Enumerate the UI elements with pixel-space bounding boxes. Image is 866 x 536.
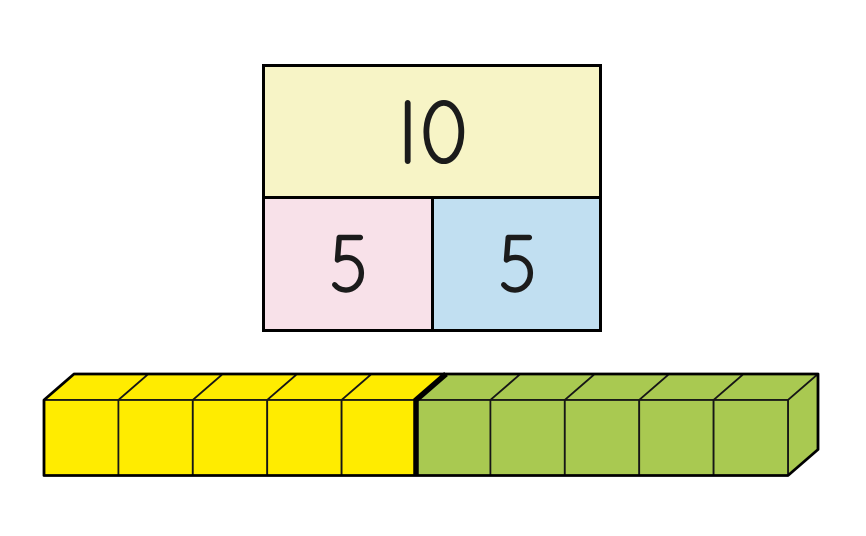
parts-row — [265, 199, 599, 329]
part-value-right — [497, 233, 536, 296]
digit-5-glyph — [500, 234, 533, 293]
cube-front-face — [340, 399, 417, 477]
cube-front-face — [266, 399, 343, 477]
cube-front-face — [563, 399, 641, 477]
cube-front-face — [43, 399, 120, 477]
digit-1-glyph — [404, 99, 411, 164]
part-cell-right — [433, 199, 599, 329]
whole-cell — [265, 67, 599, 199]
part-whole-model — [262, 64, 602, 332]
cube-bar-outline — [42, 372, 820, 477]
part-value-left — [328, 233, 367, 296]
cube-front-face — [191, 399, 269, 477]
cube-front-face — [489, 399, 566, 477]
cube-front-face — [117, 399, 194, 477]
part-cell-left — [265, 199, 434, 329]
cube-front-face — [638, 399, 715, 477]
whole-value — [398, 98, 466, 166]
cube-front-face — [712, 399, 789, 477]
cube-front-face — [415, 399, 492, 477]
group-divider-edge — [413, 371, 448, 476]
digit-5-glyph — [332, 234, 365, 293]
digit-0-glyph — [423, 99, 465, 164]
